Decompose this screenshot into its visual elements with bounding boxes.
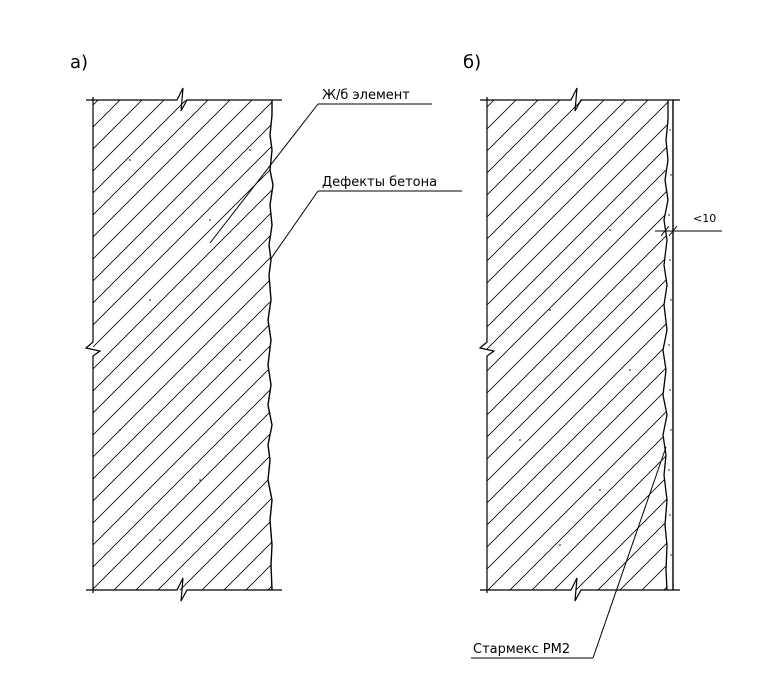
- dimension-label: <10: [693, 212, 716, 225]
- defects-edge-b: [662, 100, 669, 591]
- concrete-element-b: [478, 87, 680, 602]
- callout-material: Стармекс РМ2: [471, 446, 667, 659]
- panel-b: б): [463, 52, 722, 659]
- concrete-element-a: [84, 87, 282, 602]
- defects-edge-a: [267, 100, 274, 591]
- panel-a: а) Ж/б элемент: [70, 52, 462, 602]
- callout-defects: Дефекты бетона: [269, 175, 462, 261]
- repair-layer-fill: [668, 129, 672, 556]
- dimension-thickness: <10: [655, 212, 722, 237]
- callout-defects-label: Дефекты бетона: [322, 175, 437, 190]
- panel-a-label: а): [70, 52, 88, 73]
- callout-element-label: Ж/б элемент: [322, 88, 410, 103]
- callout-material-label: Стармекс РМ2: [473, 642, 570, 657]
- panel-b-label: б): [463, 52, 481, 73]
- callout-element: Ж/б элемент: [209, 88, 432, 244]
